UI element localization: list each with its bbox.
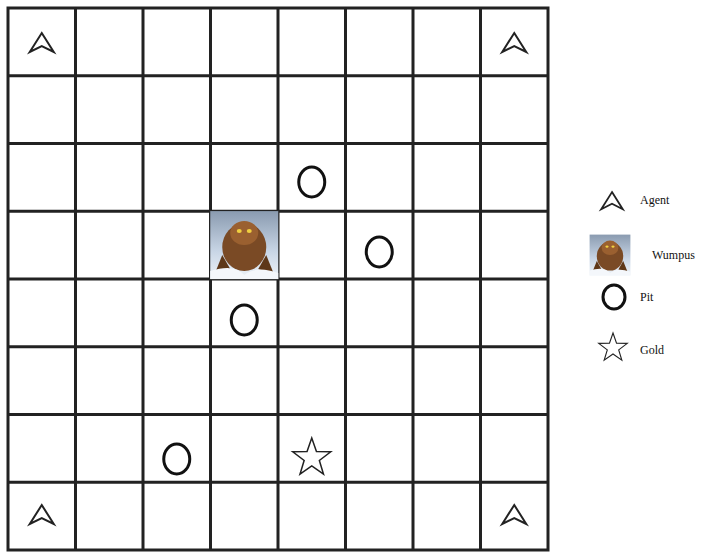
wumpus-icon <box>210 211 278 279</box>
legend-label: Pit <box>640 290 653 304</box>
legend-pit-sample <box>603 285 625 309</box>
pit-icon <box>231 305 257 335</box>
grid <box>8 8 548 550</box>
gold-icon <box>293 438 331 474</box>
pit-icon <box>366 237 392 267</box>
pit-icon <box>164 444 190 474</box>
grid-line <box>8 481 548 484</box>
legend-gold-sample <box>599 333 628 360</box>
legend-agent-sample <box>601 192 623 209</box>
grid-line <box>8 345 548 348</box>
legend-label: Agent <box>640 193 669 207</box>
agent-icon <box>502 33 526 52</box>
grid-line <box>8 142 548 145</box>
legend-label: Wumpus <box>652 248 695 262</box>
legend-label: Gold <box>640 343 664 357</box>
legend-wumpus-sample <box>590 235 631 276</box>
pit-icon <box>299 167 325 197</box>
agent-icon <box>30 33 54 52</box>
grid-line <box>8 413 548 416</box>
agent-icon <box>502 505 526 524</box>
grid-line <box>8 74 548 77</box>
grid-border <box>8 8 548 550</box>
agent-icon <box>30 505 54 524</box>
